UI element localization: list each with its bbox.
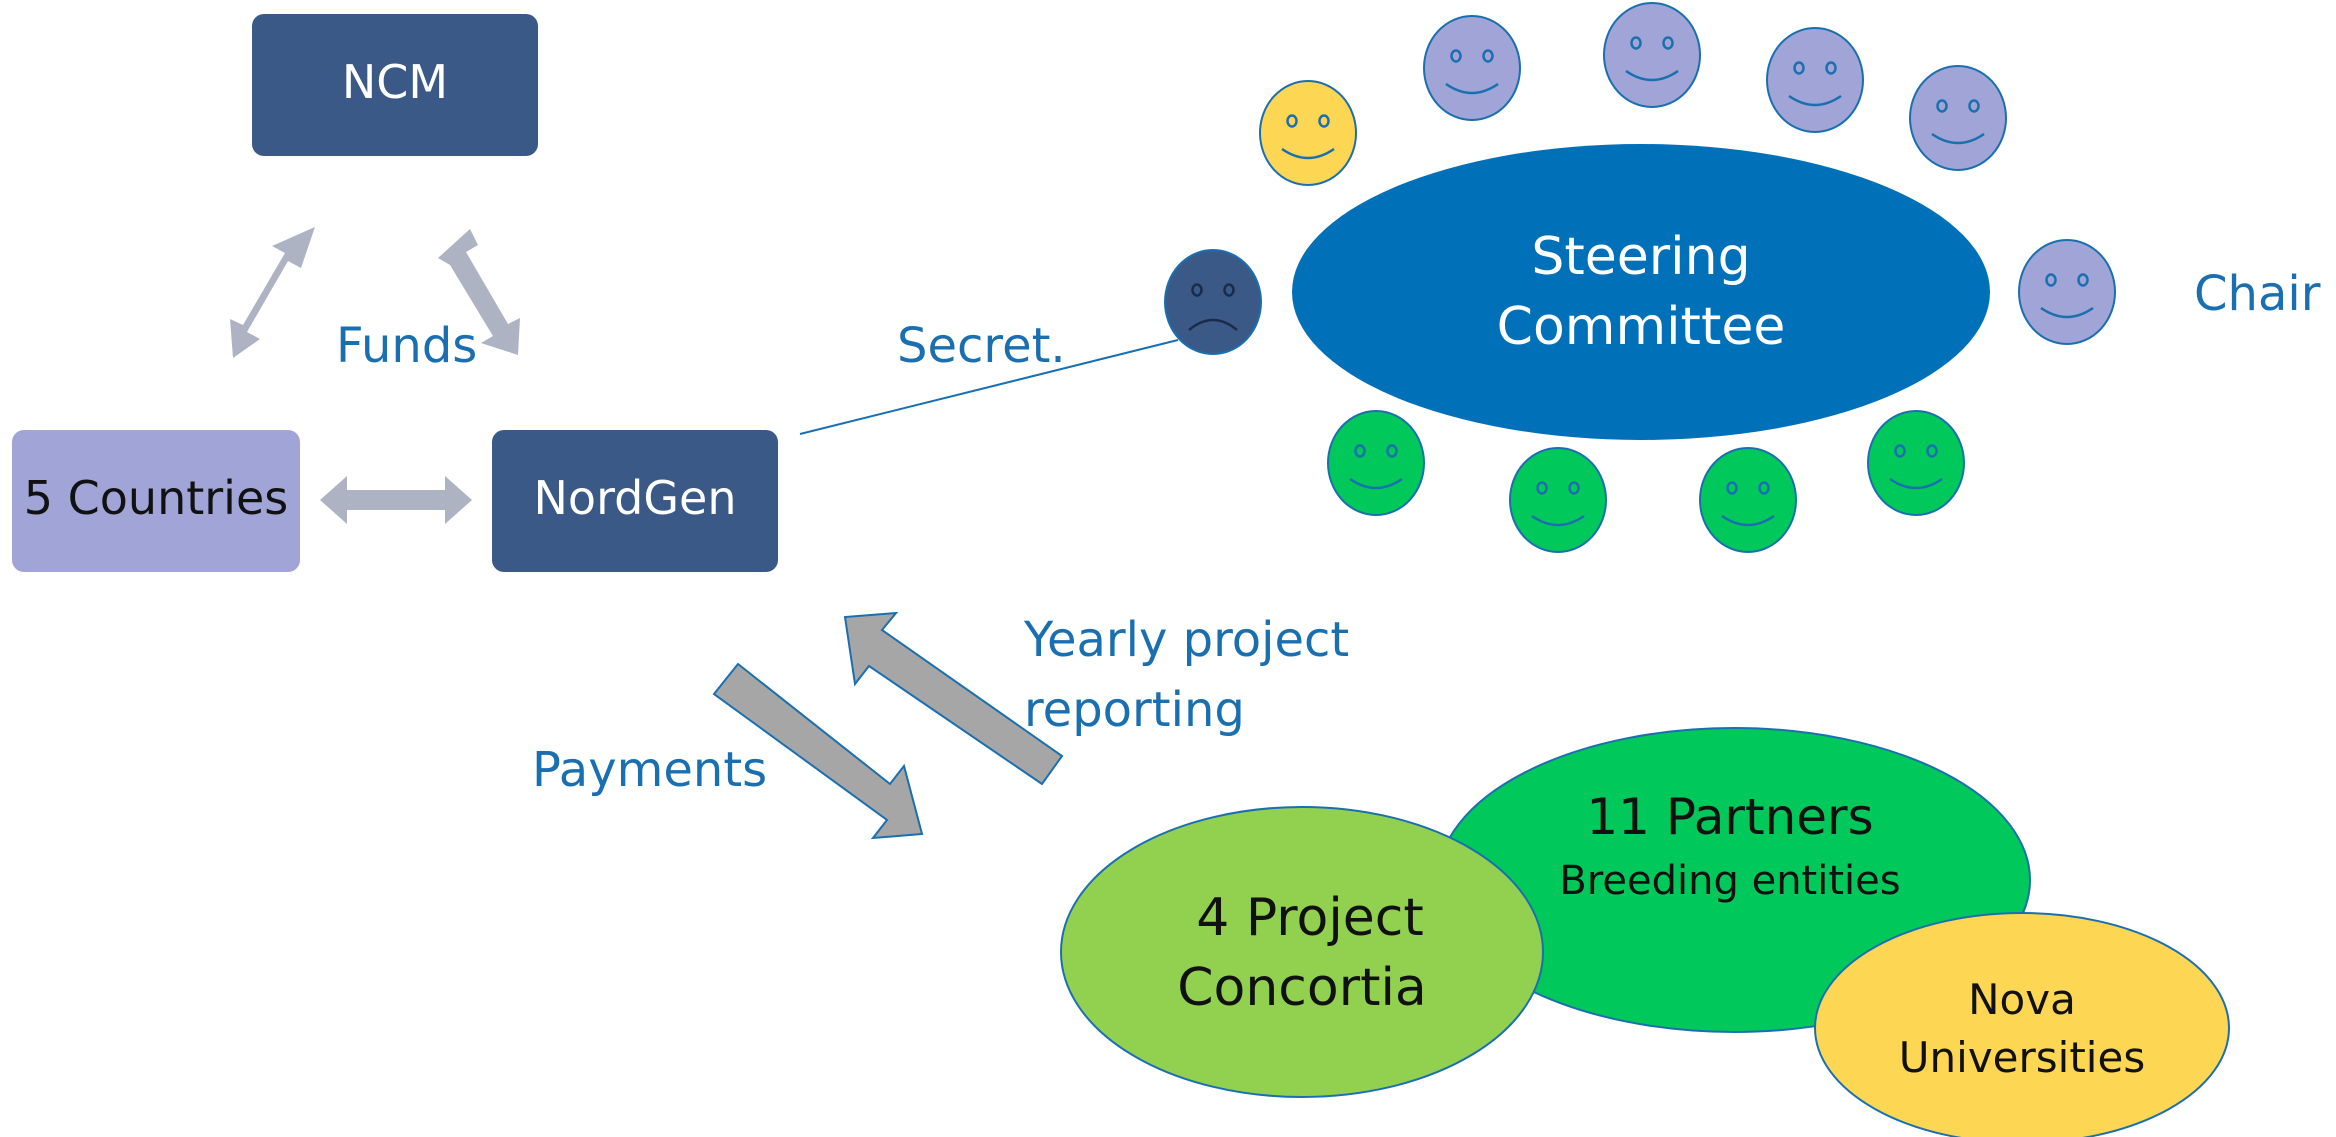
payments-arrow-icon	[712, 662, 924, 840]
smiley-face-icon	[2018, 239, 2116, 345]
smiley-face-icon	[1909, 65, 2007, 171]
partners-line2: Breeding entities	[1559, 858, 1900, 904]
smiley-face-icon	[1699, 447, 1797, 553]
chair-label: Chair	[2194, 266, 2321, 322]
nova-line1: Nova	[1968, 975, 2076, 1024]
nordgen-node: NordGen	[492, 430, 778, 572]
nordgen-label: NordGen	[534, 471, 737, 525]
smiley-face-icon	[1603, 2, 1701, 108]
reporting-arrow-icon	[843, 611, 1064, 786]
double-arrow-icon	[438, 229, 520, 355]
partners-line1: 11 Partners	[1586, 788, 1873, 846]
steering-committee-line1: Steering	[1531, 227, 1750, 287]
secret-label: Secret.	[897, 318, 1066, 374]
payments-label: Payments	[532, 742, 767, 798]
smiley-face-icon	[1766, 27, 1864, 133]
double-arrow-icon	[230, 227, 315, 358]
reporting-label-line1: Yearly project	[1023, 612, 1349, 668]
reporting-label-line2: reporting	[1024, 682, 1245, 738]
smiley-face-icon	[1509, 447, 1607, 553]
nova-line2: Universities	[1899, 1033, 2145, 1082]
funds-label: Funds	[336, 318, 477, 374]
ncm-label: NCM	[342, 55, 448, 109]
countries-label: 5 Countries	[24, 471, 288, 525]
steering-committee-line2: Committee	[1497, 297, 1786, 357]
smiley-face-icon	[1259, 80, 1357, 186]
steering-committee-ellipse	[1292, 144, 1990, 440]
smiley-face-icon	[1867, 410, 1965, 516]
smiley-face-icon	[1327, 410, 1425, 516]
concortia-line2: Concortia	[1177, 958, 1427, 1018]
concortia-ellipse	[1060, 806, 1544, 1098]
sad-face-icon	[1164, 249, 1262, 355]
ncm-node: NCM	[252, 14, 538, 156]
double-arrow-icon	[320, 476, 472, 524]
secretary-connector	[799, 339, 1179, 435]
nova-ellipse	[1814, 912, 2230, 1137]
countries-node: 5 Countries	[12, 430, 300, 572]
smiley-face-icon	[1423, 15, 1521, 121]
concortia-line1: 4 Project	[1196, 888, 1424, 948]
committee-members	[1164, 2, 2116, 553]
